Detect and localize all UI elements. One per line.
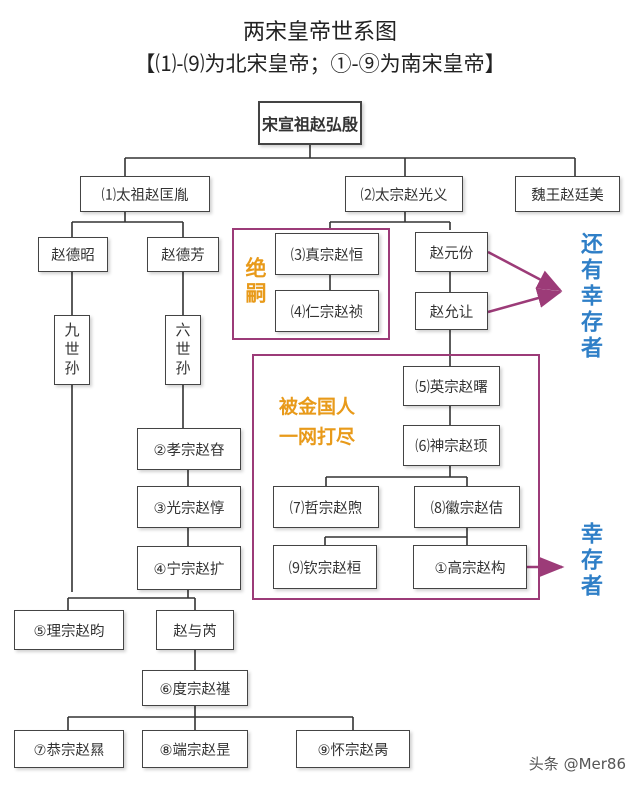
node-taizu: ⑴太祖赵匡胤 (80, 176, 210, 212)
extinct-line-frame (232, 228, 390, 340)
annotation-extinct-line: 绝嗣 (243, 257, 267, 307)
watermark: 头条 @Mer86 (528, 755, 626, 773)
annotation-still-survivors: 还有幸存者 (577, 232, 602, 362)
node-zhezong: ⑺哲宗赵煦 (273, 486, 379, 528)
node-lizong: ⑤理宗赵昀 (14, 610, 124, 650)
node-zhao-yurui: 赵与芮 (156, 610, 234, 650)
annotation-captured: 被金国人 一网打尽 (279, 392, 355, 452)
node-huaizong: ⑨怀宗赵昺 (296, 730, 410, 768)
node-defang: 赵德芳 (147, 237, 219, 272)
annotation-captured-line-2: 一网打尽 (279, 426, 356, 448)
diagram-subtitle: 【⑴-⑼为北宋皇帝；①-⑨为南宋皇帝】 (134, 52, 506, 76)
node-yuanfen: 赵元份 (415, 232, 488, 272)
node-renzong: ⑷仁宗赵祯 (275, 290, 379, 332)
node-sixth-gen-descendant: 六世孙 (165, 315, 201, 385)
node-dezhao: 赵德昭 (38, 237, 108, 272)
annotation-survivor: 幸存者 (577, 522, 602, 600)
node-ningzong: ④宁宗赵扩 (137, 546, 241, 590)
node-xiaozong: ②孝宗赵昚 (137, 428, 241, 470)
node-guangzong: ③光宗赵惇 (137, 486, 241, 528)
diagram-title: 两宋皇帝世系图 (242, 20, 397, 45)
captured-line-frame (252, 354, 540, 600)
annotation-captured-line-1: 被金国人 (279, 396, 356, 418)
node-shenzong: ⑹神宗赵顼 (403, 425, 500, 466)
node-gongzong: ⑦恭宗赵㬎 (14, 730, 124, 768)
node-taizong: ⑵太宗赵光义 (345, 176, 463, 212)
node-weiwang: 魏王赵廷美 (515, 176, 620, 212)
node-gaozong: ①高宗赵构 (413, 545, 527, 589)
node-qinzong: ⑼钦宗赵桓 (273, 545, 377, 589)
node-ninth-gen-descendant: 九世孙 (54, 315, 90, 385)
node-duanzong: ⑧端宗赵昰 (142, 730, 248, 768)
node-yingzong: ⑸英宗赵曙 (403, 366, 500, 406)
node-huizong: ⑻徽宗赵佶 (414, 486, 520, 528)
node-duzong: ⑥度宗赵禥 (142, 670, 248, 706)
node-yunrang: 赵允让 (415, 292, 488, 330)
node-song-xuanzu: 宋宣祖赵弘殷 (258, 101, 362, 145)
node-zhenzong: ⑶真宗赵恒 (275, 233, 379, 275)
